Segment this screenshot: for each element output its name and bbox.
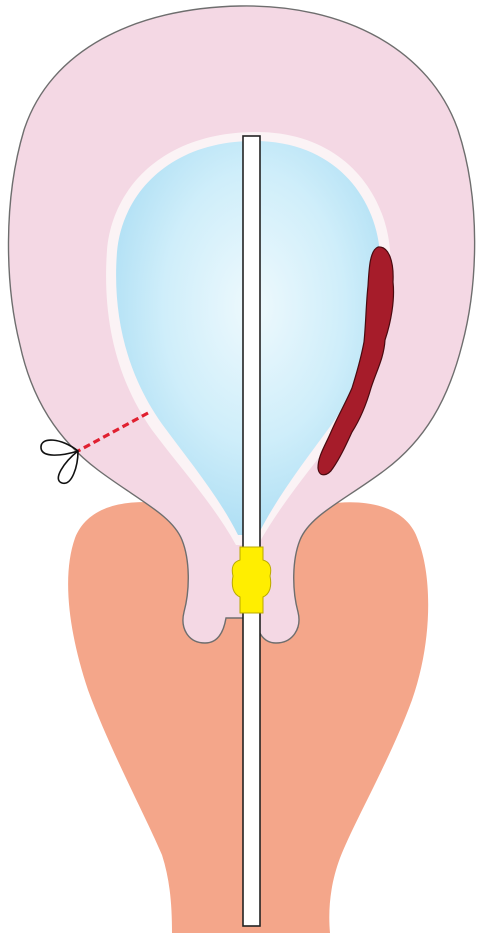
suture-loop-icon — [41, 440, 78, 483]
catheter — [243, 136, 260, 926]
